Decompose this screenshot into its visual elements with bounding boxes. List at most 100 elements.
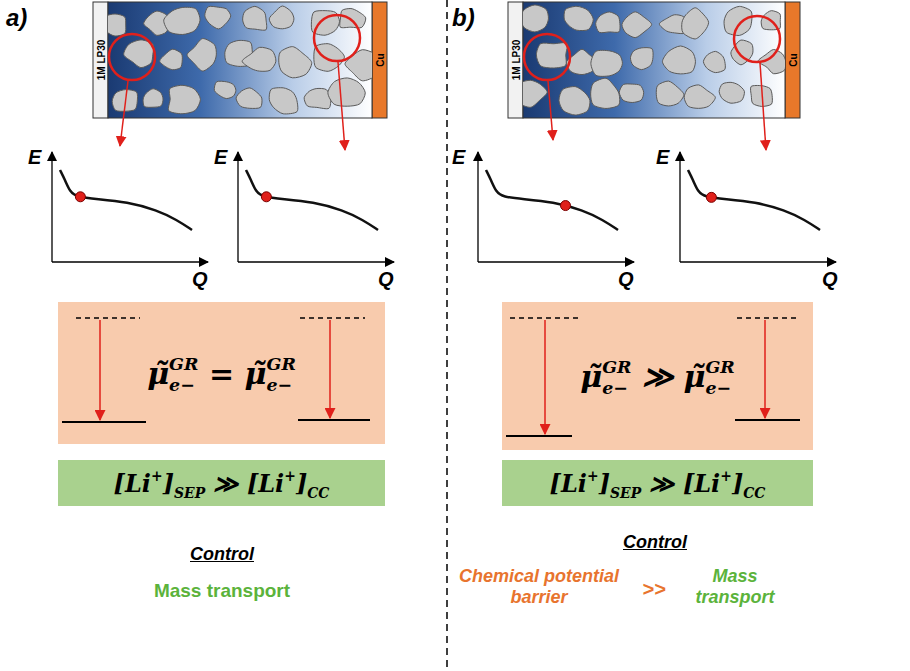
- pointer-arrow: [760, 63, 766, 150]
- concentration-box: [Li+]SEP≫[Li+]CC: [502, 460, 813, 506]
- electrode-body: [523, 2, 785, 118]
- graphite-particle: [236, 88, 262, 109]
- dashed-level: [300, 317, 365, 318]
- graphite-particle: [596, 12, 620, 33]
- copper-collector-fill: [372, 2, 387, 118]
- graphite-particle: [656, 81, 684, 106]
- concentration-box-fill: [58, 460, 385, 506]
- control-heading: Control: [142, 544, 302, 565]
- potential-box: μ̃GRe−=μ̃GRe−: [58, 302, 385, 444]
- graphite-particle: [622, 12, 652, 38]
- formula-main: μ̃: [580, 359, 602, 394]
- axis-label: E: [214, 146, 236, 169]
- formula-sub: e−: [705, 378, 731, 398]
- formula-op: ≫: [649, 469, 674, 498]
- graphite-particle: [630, 48, 653, 70]
- graphite-particle: [662, 46, 695, 74]
- highlight-circle: [109, 34, 155, 80]
- graphite-particles: [108, 6, 372, 114]
- formula-sub: e−: [602, 378, 628, 398]
- graphite-particle: [304, 88, 331, 108]
- formula-main: ]: [296, 469, 307, 498]
- formula-sup: GR: [267, 354, 296, 374]
- formula-line: μ̃GRe−=μ̃GRe−: [147, 356, 296, 391]
- graphite-particle: [682, 8, 709, 39]
- formula-sub: SEP: [610, 485, 641, 501]
- copper-collector-fill: [785, 2, 800, 118]
- axis: [478, 261, 634, 262]
- level-arrow: [764, 320, 766, 418]
- level-arrow: [99, 320, 101, 420]
- graphite-particle: [143, 89, 163, 108]
- axis-label: Q: [192, 268, 214, 291]
- formula-line: μ̃GRe−≫μ̃GRe−: [580, 359, 735, 394]
- formula-sup: +: [587, 468, 599, 484]
- formula-main: μ̃: [147, 356, 169, 391]
- graphite-particle: [269, 6, 294, 29]
- state-dot: [261, 192, 271, 202]
- formula-op: ≫: [213, 469, 238, 498]
- fill-layer: [58, 2, 813, 506]
- graphite-particle: [243, 6, 267, 30]
- concentration-box: [Li+]SEP≫[Li+]CC: [58, 460, 385, 506]
- axis-label: Q: [822, 268, 844, 291]
- dashed-level: [510, 317, 578, 318]
- axis-label: E: [452, 146, 474, 169]
- art-layer: [52, 0, 836, 671]
- highlight-circle: [734, 16, 780, 62]
- formula-line: [Li+]SEP≫[Li+]CC: [550, 469, 766, 498]
- formula-main: μ̃: [684, 359, 706, 394]
- potential-plot: [52, 152, 208, 262]
- concentration-box-fill: [502, 460, 813, 506]
- graphite-particle: [523, 80, 547, 107]
- strip-label: Cu: [374, 53, 385, 66]
- formula-main: μ̃: [245, 356, 267, 391]
- state-dot: [75, 192, 85, 202]
- graphite-particle: [160, 49, 183, 70]
- formula-op: =: [209, 356, 234, 391]
- axis: [680, 261, 836, 262]
- voltage-curve: [486, 170, 618, 230]
- strip-label: 1M LP30: [95, 40, 106, 81]
- graphite-particle: [684, 85, 715, 108]
- pointer-arrow: [338, 62, 345, 150]
- potential-plot: [478, 152, 634, 262]
- solid-level: [735, 419, 800, 421]
- electrode-body: [108, 2, 372, 118]
- graphite-particle: [340, 9, 366, 28]
- formula-sub: SEP: [174, 485, 205, 501]
- graphite-particle: [724, 6, 752, 35]
- graphite-particle: [214, 81, 236, 98]
- formula-sub: CC: [743, 485, 765, 501]
- graphite-particles: [523, 5, 785, 115]
- electrolyte-strip: 1M LP30: [508, 2, 523, 118]
- axis: [237, 152, 238, 262]
- graphite-particle: [559, 87, 590, 115]
- graphite-particle: [619, 84, 643, 103]
- axis-label: Q: [618, 268, 640, 291]
- highlight-circle: [524, 34, 570, 80]
- level-arrow: [544, 320, 546, 434]
- formula-sup: +: [151, 468, 163, 484]
- electrolyte-strip: 1M LP30: [93, 2, 108, 118]
- graphite-particle: [591, 50, 623, 76]
- axis-label: Q: [378, 268, 400, 291]
- copper-collector: Cu: [372, 2, 387, 118]
- axis: [238, 261, 394, 262]
- graphite-particle: [279, 47, 312, 78]
- solid-level: [298, 419, 370, 421]
- copper-collector: Cu: [785, 2, 800, 118]
- control-factor: Mass transport: [112, 580, 332, 602]
- potential-plot: [680, 152, 836, 262]
- solid-level: [62, 421, 146, 423]
- pointer-arrow: [548, 81, 553, 140]
- graphite-particle: [523, 5, 548, 32]
- strip-label: 1M LP30: [510, 40, 521, 81]
- formula-sub: e−: [267, 375, 293, 395]
- strip-label: Cu: [787, 53, 798, 66]
- potential-plot: [238, 152, 394, 262]
- formula-main: [Li: [114, 469, 151, 498]
- formula-sup: +: [720, 468, 732, 484]
